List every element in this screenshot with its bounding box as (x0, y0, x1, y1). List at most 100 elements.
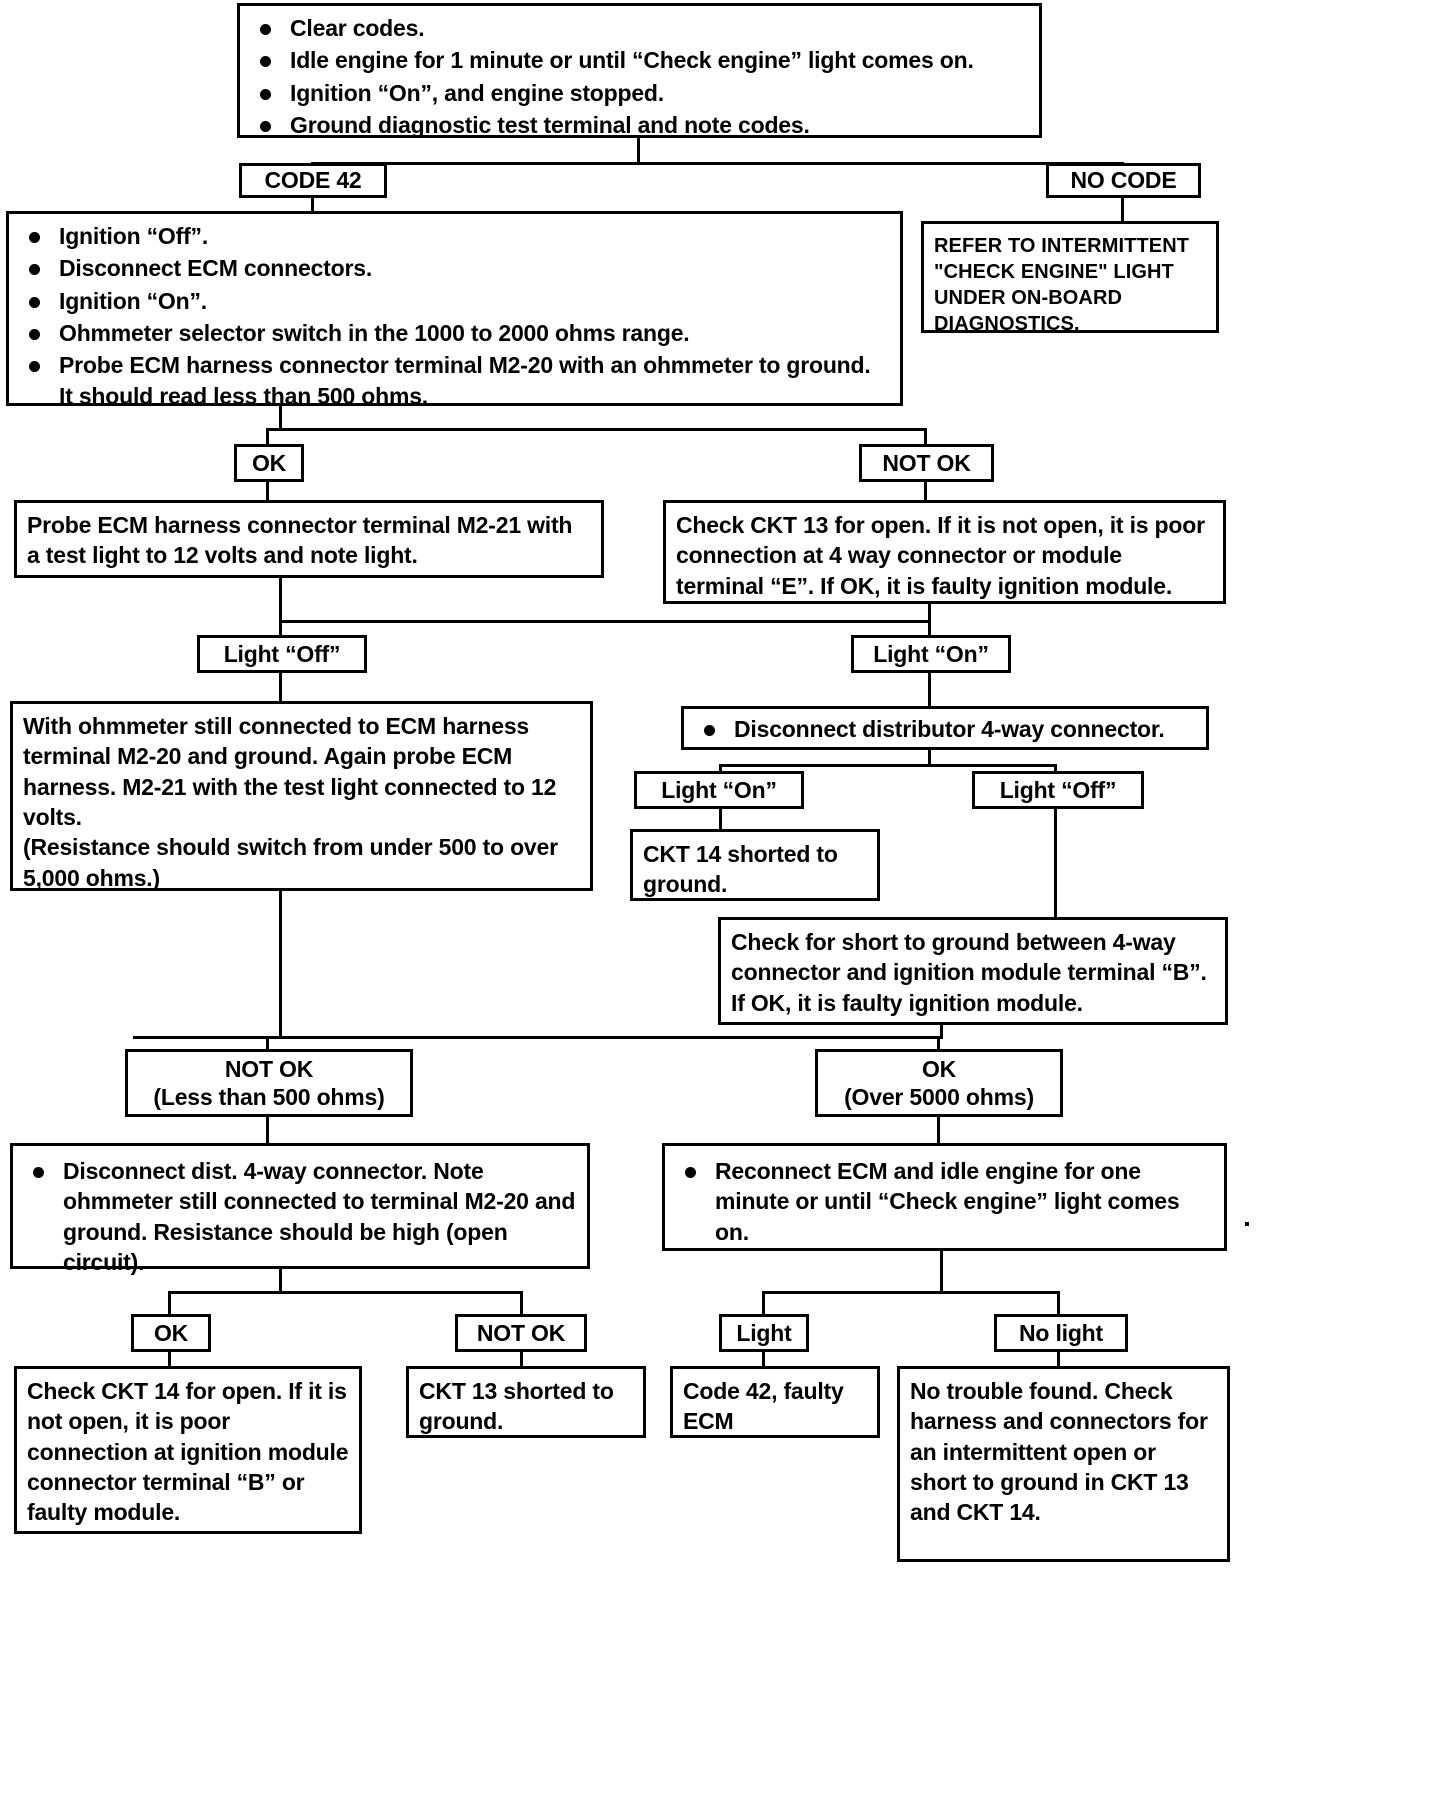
connector-to-light-on2 (719, 764, 722, 772)
node-disconnect-4way: Disconnect distributor 4-way connector. (681, 706, 1209, 750)
connector-to-ok2 (937, 1036, 940, 1050)
connector-code42-down (311, 198, 314, 213)
list-item: Reconnect ECM and idle engine for one mi… (675, 1156, 1214, 1247)
list-item: Disconnect dist. 4-way connector. Note o… (23, 1156, 577, 1277)
list-item: Ground diagnostic test terminal and note… (250, 110, 1029, 140)
connector-disc4way-stem (928, 750, 931, 766)
node-refer-intermittent: REFER TO INTERMITTENT "CHECK ENGINE" LIG… (921, 221, 1219, 335)
node-check-ckt13: Check CKT 13 for open. If it is not open… (663, 500, 1226, 604)
node-text: Code 42, faulty ECM (683, 1378, 844, 1435)
node-text: No trouble found. Check harness and conn… (910, 1378, 1208, 1526)
node-label: Light “Off” (999, 776, 1117, 803)
node-light-3: Light (719, 1314, 809, 1352)
connector-nolight3-down (1057, 1352, 1060, 1368)
node-not-ok-1: NOT OK (859, 444, 994, 482)
node-label: Light “Off” (223, 640, 341, 667)
node-label: Light (736, 1319, 792, 1346)
node-text: Check CKT 13 for open. If it is not open… (676, 512, 1205, 599)
node-label: OK (251, 449, 287, 476)
start-step-list: Clear codes. Idle engine for 1 minute or… (250, 13, 1029, 140)
connector-light2-bus (719, 764, 1057, 767)
node-with-ohmmeter: With ohmmeter still connected to ECM har… (10, 701, 593, 891)
connector-to-light-on1 (928, 620, 931, 636)
node-label-line1: OK (921, 1055, 957, 1082)
connector-reconnect-stem (940, 1251, 943, 1291)
node-text: Probe ECM harness connector terminal M2-… (27, 512, 573, 569)
node-text: Check for short to ground between 4-way … (731, 929, 1207, 1016)
connector-to-notok1 (924, 428, 927, 446)
node-code42: CODE 42 (239, 163, 387, 198)
connector-ok1-bus (266, 428, 927, 431)
disconnect-dist-list: Disconnect dist. 4-way connector. Note o… (23, 1156, 577, 1277)
node-check-short-ground: Check for short to ground between 4-way … (718, 917, 1228, 1025)
list-item: Ignition “On”, and engine stopped. (250, 78, 1029, 108)
connector-notok2-down (266, 1117, 269, 1144)
connector-level5-left-bus (168, 1291, 523, 1294)
node-label: OK (153, 1319, 189, 1346)
node-probe-m2-21: Probe ECM harness connector terminal M2-… (14, 500, 604, 578)
connector-to-ok3 (168, 1291, 171, 1315)
node-label: NOT OK (476, 1319, 566, 1346)
node-light-on-2: Light “On” (634, 771, 804, 809)
connector-level4-bus (133, 1036, 943, 1039)
connector-start-bus (311, 162, 1124, 165)
connector-light-off2-down (1054, 809, 1057, 919)
connector-level5-right-bus (762, 1291, 1060, 1294)
node-text-secondary: (Resistance should switch from under 500… (23, 834, 558, 891)
node-reconnect-ecm: Reconnect ECM and idle engine for one mi… (662, 1143, 1227, 1251)
refer-line-1: REFER TO INTERMITTENT (934, 235, 1190, 257)
node-no-trouble-found: No trouble found. Check harness and conn… (897, 1366, 1230, 1562)
node-text: With ohmmeter still connected to ECM har… (23, 713, 557, 831)
connector-shortground-down (940, 1025, 943, 1036)
node-label-line2: (Over 5000 ohms) (844, 1084, 1034, 1110)
node-text: CKT 13 shorted to ground. (419, 1378, 614, 1435)
connector-ok2-down (937, 1117, 940, 1144)
node-ckt13-shorted: CKT 13 shorted to ground. (406, 1366, 646, 1438)
list-item: Disconnect distributor 4-way connector. (694, 714, 1196, 744)
connector-to-nolight3 (1057, 1291, 1060, 1315)
node-check-ckt14-open: Check CKT 14 for open. If it is not open… (14, 1366, 362, 1534)
list-item: Idle engine for 1 minute or until “Check… (250, 45, 1029, 75)
node-disconnect-dist-4way: Disconnect dist. 4-way connector. Note o… (10, 1143, 590, 1275)
connector-to-notok2 (266, 1036, 269, 1050)
connector-ok3-down (168, 1352, 171, 1368)
connector-light3-down (762, 1352, 765, 1368)
node-ok-2: OK (Over 5000 ohms) (815, 1049, 1063, 1117)
connector-probe-stem (279, 578, 282, 622)
node-label: NO CODE (1070, 167, 1177, 194)
reconnect-ecm-list: Reconnect ECM and idle engine for one mi… (675, 1156, 1214, 1247)
refer-line-3: UNDER ON-BOARD (934, 287, 1123, 309)
print-artifact-dot (1245, 1222, 1249, 1226)
node-ignition-steps: Ignition “Off”. Disconnect ECM connector… (6, 211, 903, 409)
connector-to-light3 (762, 1291, 765, 1315)
list-item: Ignition “Off”. (19, 221, 890, 251)
node-label-line2: (Less than 500 ohms) (153, 1084, 385, 1110)
node-ok-1: OK (234, 444, 304, 482)
node-code42-faulty-ecm: Code 42, faulty ECM (670, 1366, 880, 1438)
connector-ohmmeter-down (279, 891, 282, 1038)
node-label-line1: NOT OK (224, 1055, 314, 1082)
node-light-off-1: Light “Off” (197, 635, 367, 673)
node-light-on-1: Light “On” (851, 635, 1011, 673)
connector-notok3-down (520, 1352, 523, 1368)
node-label: No light (1019, 1319, 1103, 1346)
node-label: Light “On” (661, 776, 777, 803)
connector-to-light-off1 (279, 620, 282, 636)
node-label: NOT OK (882, 449, 971, 476)
disconnect-4way-list: Disconnect distributor 4-way connector. (694, 714, 1196, 744)
node-label: CODE 42 (264, 167, 362, 194)
connector-to-ok1 (266, 428, 269, 446)
connector-light-bus (279, 620, 931, 623)
connector-light-on1-down (928, 673, 931, 707)
connector-nocode-down (1121, 198, 1124, 222)
list-item: Probe ECM harness connector terminal M2-… (19, 350, 890, 411)
ignition-step-list: Ignition “Off”. Disconnect ECM connector… (19, 221, 890, 411)
connector-to-light-off2 (1054, 764, 1057, 772)
list-item: Clear codes. (250, 13, 1029, 43)
node-not-ok-3: NOT OK (455, 1314, 587, 1352)
connector-ok1-down (266, 482, 269, 502)
list-item: Ohmmeter selector switch in the 1000 to … (19, 318, 890, 348)
connector-light-on2-down (719, 809, 722, 831)
connector-to-notok3 (520, 1291, 523, 1315)
